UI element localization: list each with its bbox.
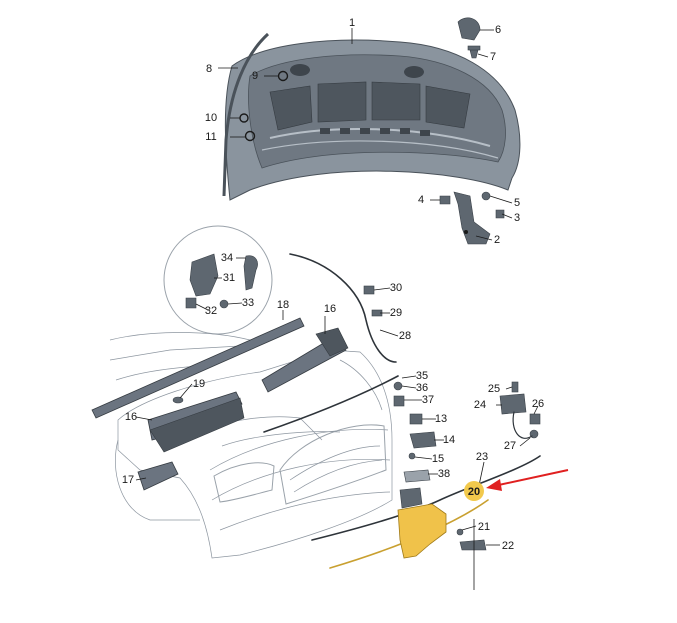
callout-29: 29 (390, 307, 402, 319)
callout-19: 19 (193, 378, 205, 390)
cable-holder-wire (512, 411, 533, 439)
latch-bracket-14 (409, 431, 437, 449)
callout-8: 8 (206, 63, 212, 75)
callout-31: 31 (223, 272, 235, 284)
cable-35 (263, 375, 399, 433)
callout-33: 33 (242, 297, 254, 309)
callout-18: 18 (277, 299, 289, 311)
hood-latch (397, 487, 447, 559)
callout-26: 26 (532, 398, 544, 410)
callout-6: 6 (495, 24, 501, 36)
vehicle-front-outline (109, 332, 393, 559)
callout-25: 25 (488, 383, 500, 395)
callout-9: 9 (252, 70, 258, 82)
callout-35: 35 (416, 370, 428, 382)
callout-16b: 16 (324, 303, 336, 315)
callout-37: 37 (422, 394, 434, 406)
callout-7: 7 (490, 51, 496, 63)
clip-26 (529, 413, 541, 425)
callout-4: 4 (418, 194, 424, 206)
callout-1: 1 (349, 17, 355, 29)
callout-20-highlight (464, 481, 484, 501)
callout-3: 3 (514, 212, 520, 224)
cable-23 (311, 455, 541, 541)
hood-seal (222, 32, 270, 197)
callout-28: 28 (399, 330, 411, 342)
clip-19 (172, 396, 184, 404)
latch-screw-21 (456, 528, 464, 536)
fastener-30 (363, 285, 375, 295)
fastener-37 (393, 395, 405, 407)
callout-34: 34 (221, 252, 233, 264)
callout-36: 36 (416, 382, 428, 394)
screw-25 (511, 381, 519, 393)
cable-holder-24 (499, 393, 527, 415)
detail-inset (163, 225, 273, 335)
callout-11: 11 (205, 131, 216, 143)
water-deflector-strip (91, 317, 305, 419)
callout-17: 17 (122, 474, 134, 486)
callout-21: 21 (478, 521, 490, 533)
fastener-13 (409, 413, 423, 425)
callout-32: 32 (205, 305, 217, 317)
callout-14: 14 (443, 434, 455, 446)
hood-hinge (453, 191, 491, 245)
hood-buffer (457, 17, 481, 41)
release-cable (289, 253, 397, 363)
latch-handle-22 (459, 539, 487, 551)
plenum-panel-left (147, 391, 245, 453)
trim-38 (403, 469, 431, 483)
callout-5: 5 (514, 197, 520, 209)
callout-15: 15 (432, 453, 444, 465)
callout-38: 38 (438, 468, 450, 480)
plenum-panel-right (261, 327, 349, 393)
callout-20: 20 (468, 486, 480, 498)
fastener-15 (408, 452, 416, 460)
fastener-36 (393, 381, 403, 391)
callout-23: 23 (476, 451, 488, 463)
leader-lines (135, 28, 539, 590)
callout-2: 2 (494, 234, 500, 246)
hood-buffer-clip (467, 45, 481, 59)
callout-10: 10 (205, 112, 217, 124)
side-trim (137, 461, 179, 491)
hood-panel (224, 39, 521, 201)
callout-27: 27 (504, 440, 516, 452)
callout-22: 22 (502, 540, 514, 552)
hinge-bolts (439, 191, 505, 219)
callout-13: 13 (435, 413, 447, 425)
callout-16a: 16 (125, 411, 137, 423)
highlight-arrow (486, 469, 569, 491)
callout-24: 24 (474, 399, 486, 411)
callout-30: 30 (390, 282, 402, 294)
